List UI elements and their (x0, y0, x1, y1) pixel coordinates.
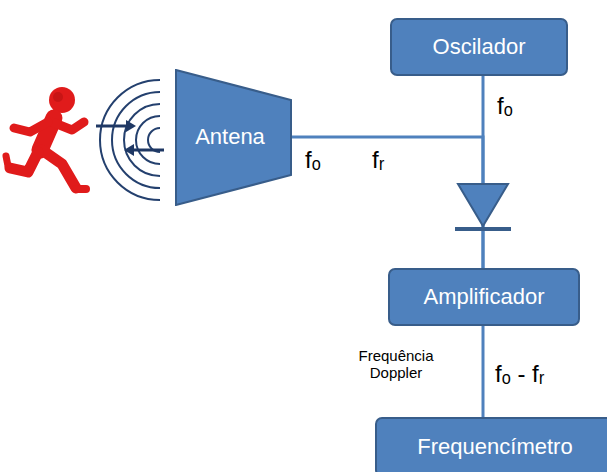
frequency-meter-box: Frequencímetro (375, 417, 607, 472)
signal-wire (482, 326, 485, 417)
node-text: Antena (195, 124, 265, 149)
diode-symbol (455, 184, 511, 229)
note-label: Frequência Doppler (348, 347, 444, 382)
signal-wire (292, 137, 484, 268)
node-text: Oscilador (433, 34, 526, 59)
signal-label: fₒ - fᵣ (495, 360, 544, 388)
radio-waves (100, 80, 160, 200)
node-text: Frequencímetro (417, 434, 572, 459)
oscillator-box: Oscilador (390, 18, 568, 76)
running-person (6, 87, 86, 189)
wave-arrows (96, 120, 164, 156)
amplifier-box: Amplificador (388, 268, 580, 326)
node-text: Amplificador (423, 284, 544, 309)
antenna-horn: Antena (175, 69, 292, 206)
signal-label: fᵣ (372, 146, 384, 174)
signal-label: fₒ (497, 92, 513, 120)
signal-label: fₒ (305, 146, 321, 174)
